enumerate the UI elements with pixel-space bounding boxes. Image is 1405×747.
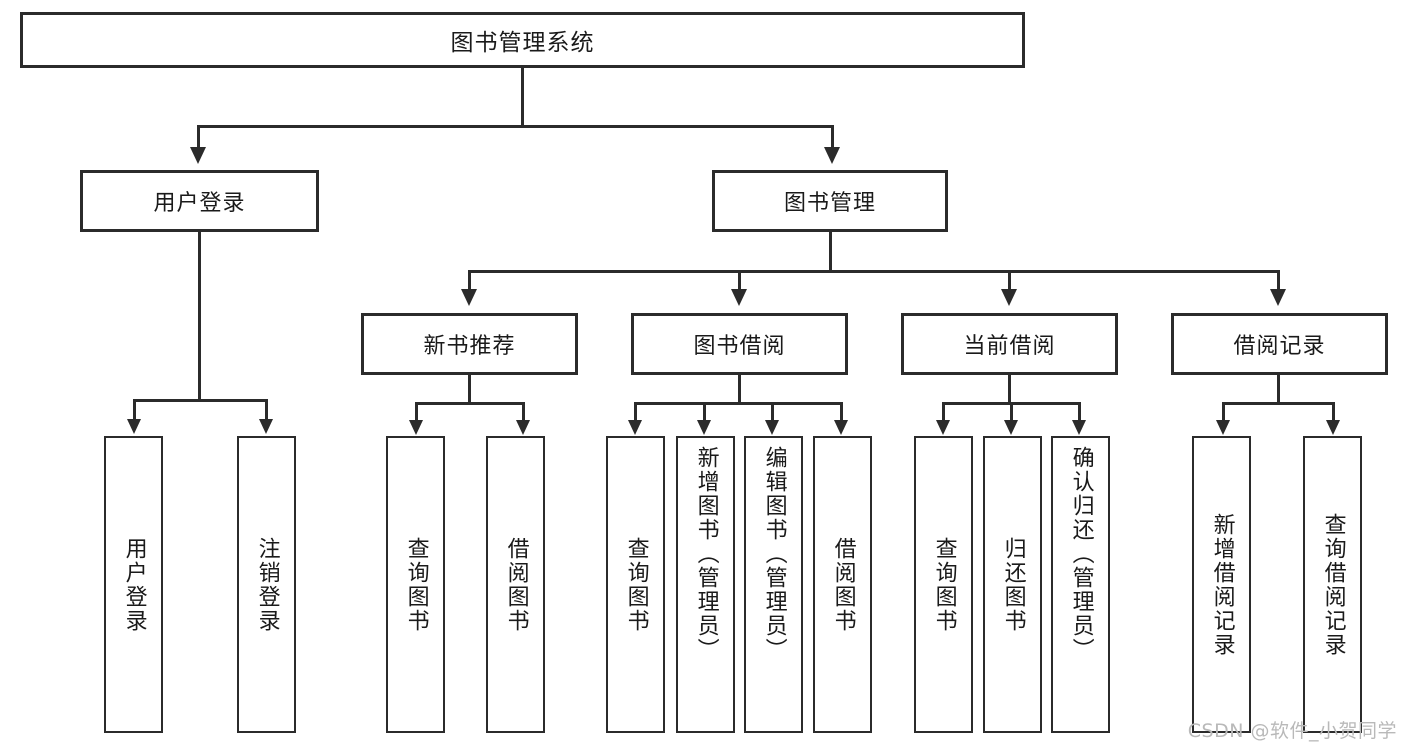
node-book-borrow[interactable]: 图书借阅 [631, 313, 848, 375]
arrowhead-leaf-query-book-3 [936, 420, 950, 435]
arrowhead-book-borrow [731, 289, 747, 306]
node-label: 图书管理 [783, 191, 876, 216]
arrowhead-leaf-return-book [1004, 420, 1018, 435]
arrowhead-leaf-user-login [127, 419, 141, 434]
connector-newbook-drop-1 [415, 402, 418, 420]
connector-root-drop-right [831, 125, 834, 147]
connector-bookmanage-drop-3 [1008, 270, 1011, 289]
leaf-label: 查询借阅记录 [1320, 512, 1346, 657]
connector-currentborrow-stem [1008, 375, 1011, 404]
leaf-label: 确认归还（管理员） [1068, 446, 1094, 662]
arrowhead-leaf-logout [259, 419, 273, 434]
node-label: 当前借阅 [963, 334, 1056, 359]
leaf-query-borrow-record[interactable]: 查询借阅记录 [1303, 436, 1362, 733]
arrowhead-user-login [190, 147, 206, 164]
arrowhead-borrow-records [1270, 289, 1286, 306]
leaf-user-login[interactable]: 用户登录 [104, 436, 163, 733]
connector-userlogin-drop-1 [133, 399, 136, 419]
leaf-label: 归还图书 [1000, 536, 1026, 633]
leaf-label: 查询图书 [623, 536, 649, 633]
leaf-edit-book-admin[interactable]: 编辑图书（管理员） [744, 436, 803, 733]
node-borrow-records[interactable]: 借阅记录 [1171, 313, 1388, 375]
connector-records-bus [1222, 402, 1335, 405]
connector-bookborrow-drop-1 [634, 402, 637, 420]
leaf-borrow-book[interactable]: 借阅图书 [813, 436, 872, 733]
leaf-label: 用户登录 [121, 536, 147, 633]
leaf-borrow-book-new[interactable]: 借阅图书 [486, 436, 545, 733]
connector-currentborrow-drop-3 [1078, 402, 1081, 420]
connector-bookmanage-drop-2 [738, 270, 741, 289]
leaf-label: 新增借阅记录 [1209, 512, 1235, 657]
node-new-book-recommend[interactable]: 新书推荐 [361, 313, 578, 375]
connector-bookborrow-stem [738, 375, 741, 404]
connector-records-drop-2 [1332, 402, 1335, 420]
leaf-add-borrow-record[interactable]: 新增借阅记录 [1192, 436, 1251, 733]
leaf-query-book-new[interactable]: 查询图书 [386, 436, 445, 733]
arrowhead-book-manage [824, 147, 840, 164]
arrowhead-leaf-add-record [1216, 420, 1230, 435]
connector-records-stem [1277, 375, 1280, 404]
leaf-label: 编辑图书（管理员） [761, 446, 787, 662]
leaf-label: 查询图书 [403, 536, 429, 633]
arrowhead-leaf-query-book-2 [628, 420, 642, 435]
leaf-label: 借阅图书 [503, 536, 529, 633]
connector-bookborrow-drop-3 [771, 402, 774, 420]
leaf-label: 借阅图书 [830, 536, 856, 633]
connector-newbook-stem [468, 375, 471, 404]
node-user-login[interactable]: 用户登录 [80, 170, 319, 232]
connector-userlogin-stem [198, 232, 201, 401]
connector-bookmanage-bus [468, 270, 1280, 273]
arrowhead-leaf-query-book-1 [409, 420, 423, 435]
leaf-query-book-current[interactable]: 查询图书 [914, 436, 973, 733]
leaf-return-book[interactable]: 归还图书 [983, 436, 1042, 733]
arrowhead-leaf-edit-book [765, 420, 779, 435]
arrowhead-leaf-query-record [1326, 420, 1340, 435]
connector-bookborrow-drop-4 [840, 402, 843, 420]
arrowhead-current-borrow [1001, 289, 1017, 306]
node-label: 图书借阅 [693, 334, 786, 359]
leaf-label: 注销登录 [254, 536, 280, 633]
connector-bookmanage-drop-4 [1277, 270, 1280, 289]
connector-newbook-drop-2 [522, 402, 525, 420]
connector-currentborrow-drop-2 [1010, 402, 1013, 420]
node-book-manage[interactable]: 图书管理 [712, 170, 948, 232]
node-label: 图书管理系统 [450, 30, 595, 56]
connector-newbook-bus [415, 402, 525, 405]
connector-root-stem [521, 68, 524, 127]
leaf-label: 查询图书 [931, 536, 957, 633]
connector-records-drop-1 [1222, 402, 1225, 420]
connector-bookmanage-stem [829, 232, 832, 272]
leaf-add-book-admin[interactable]: 新增图书（管理员） [676, 436, 735, 733]
node-root-system[interactable]: 图书管理系统 [20, 12, 1025, 68]
node-label: 新书推荐 [423, 334, 516, 359]
connector-bookborrow-bus [634, 402, 843, 405]
node-label: 用户登录 [153, 191, 246, 216]
node-current-borrow[interactable]: 当前借阅 [901, 313, 1118, 375]
arrowhead-leaf-add-book [697, 420, 711, 435]
arrowhead-new-book [461, 289, 477, 306]
connector-bookborrow-drop-2 [703, 402, 706, 420]
connector-userlogin-drop-2 [265, 399, 268, 419]
connector-currentborrow-drop-1 [942, 402, 945, 420]
arrowhead-leaf-borrow-book-2 [834, 420, 848, 435]
node-label: 借阅记录 [1233, 334, 1326, 359]
leaf-logout[interactable]: 注销登录 [237, 436, 296, 733]
connector-root-drop-left [197, 125, 200, 147]
arrowhead-leaf-confirm-return [1072, 420, 1086, 435]
connector-userlogin-bus [133, 399, 268, 402]
connector-bookmanage-drop-1 [468, 270, 471, 289]
arrowhead-leaf-borrow-book-1 [516, 420, 530, 435]
leaf-label: 新增图书（管理员） [693, 446, 719, 662]
leaf-confirm-return-admin[interactable]: 确认归还（管理员） [1051, 436, 1110, 733]
connector-root-bus [197, 125, 834, 128]
leaf-query-book-borrow[interactable]: 查询图书 [606, 436, 665, 733]
